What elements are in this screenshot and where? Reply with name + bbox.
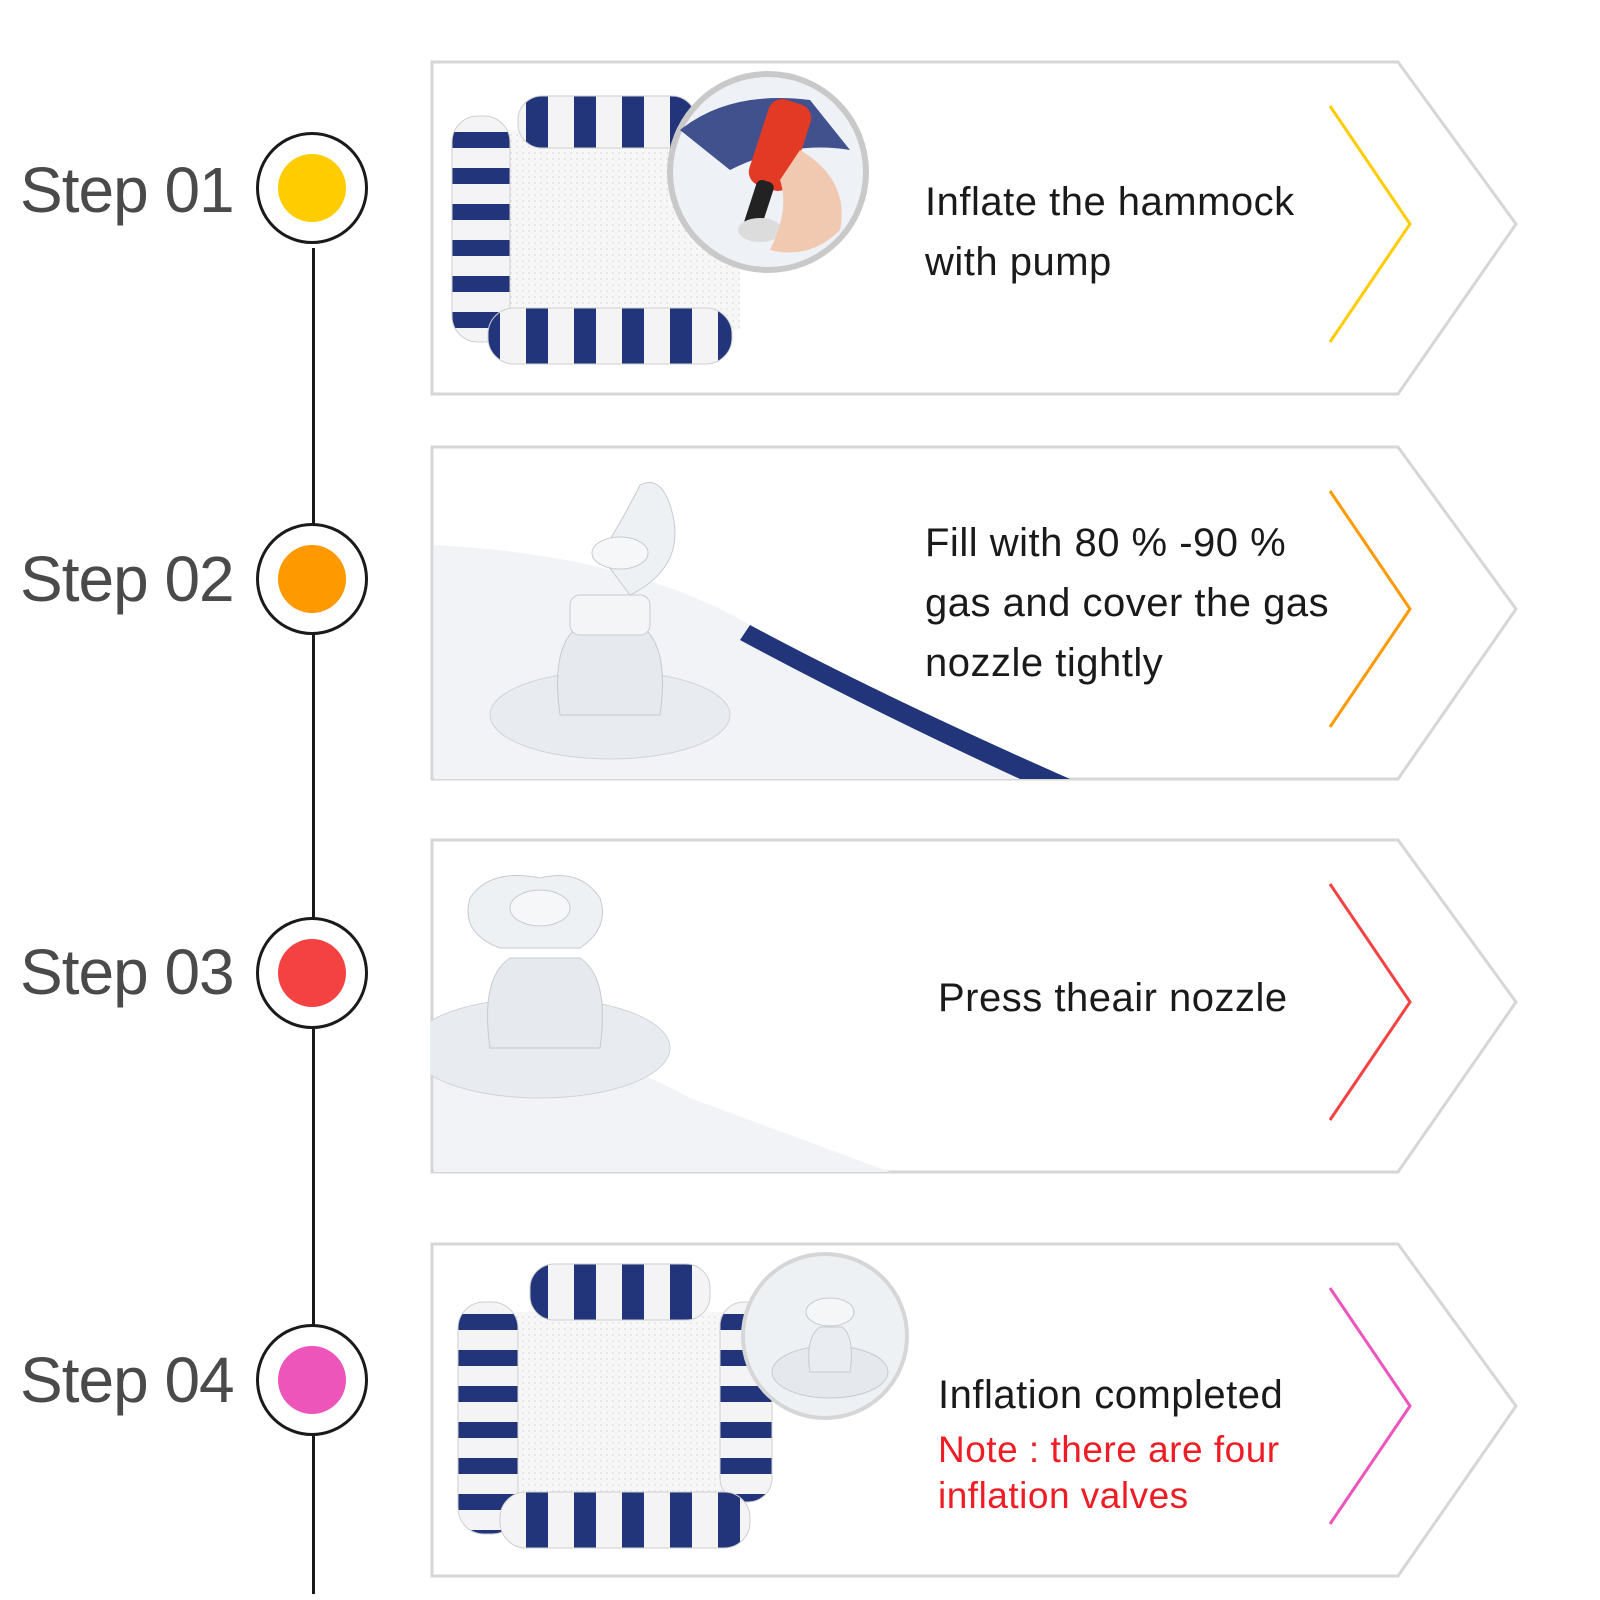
step-01-text-line-1: Inflate the hammock bbox=[925, 180, 1295, 224]
step-03-text-line-1: Press theair nozzle bbox=[938, 976, 1288, 1020]
step-02-text-line-2: gas and cover the gas bbox=[925, 581, 1330, 625]
card-frame bbox=[430, 838, 1518, 1174]
step-01-description: Inflate the hammock with pump bbox=[925, 172, 1295, 292]
step-01-marker bbox=[256, 132, 368, 244]
step-03-dot bbox=[278, 939, 346, 1007]
step-02-card: Fill with 80 % -90 % gas and cover the g… bbox=[430, 445, 1530, 781]
step-02-dot bbox=[278, 545, 346, 613]
step-02-description: Fill with 80 % -90 % gas and cover the g… bbox=[925, 513, 1329, 693]
step-04-text-line-1: Inflation completed bbox=[938, 1373, 1284, 1417]
step-04-card: Inflation completed Note : there are fou… bbox=[430, 1242, 1530, 1578]
hammock-float-image bbox=[451, 71, 869, 365]
step-02-text-line-1: Fill with 80 % -90 % bbox=[925, 521, 1287, 565]
step-01-dot bbox=[278, 154, 346, 222]
air-valve-image bbox=[430, 875, 890, 1172]
step-04-note-line-2: inflation valves bbox=[938, 1475, 1189, 1516]
step-02-text-line-3: nozzle tightly bbox=[925, 641, 1164, 685]
air-valve-image bbox=[434, 482, 1070, 779]
step-03-marker bbox=[256, 917, 368, 1029]
step-03-description: Press theair nozzle bbox=[938, 968, 1288, 1028]
step-01-text-line-2: with pump bbox=[925, 240, 1112, 284]
step-03-label: Step 03 bbox=[20, 936, 235, 1008]
chevron-icon bbox=[1328, 1287, 1412, 1525]
chevron-icon bbox=[1328, 490, 1412, 728]
step-04-marker bbox=[256, 1324, 368, 1436]
step-02-marker bbox=[256, 523, 368, 635]
step-04-dot bbox=[278, 1346, 346, 1414]
step-04-note: Note : there are four inflation valves bbox=[938, 1427, 1283, 1519]
step-04-label: Step 04 bbox=[20, 1344, 235, 1416]
chevron-icon bbox=[1328, 883, 1412, 1121]
step-03-card: Press theair nozzle bbox=[430, 838, 1530, 1174]
step-04-description: Inflation completed Note : there are fou… bbox=[938, 1365, 1283, 1519]
step-01-label: Step 01 bbox=[20, 154, 235, 226]
chevron-icon bbox=[1328, 105, 1412, 343]
step-01-card: Inflate the hammock with pump bbox=[430, 60, 1530, 396]
step-02-label: Step 02 bbox=[20, 543, 235, 615]
hammock-float-image bbox=[457, 1252, 909, 1549]
step-04-note-line-1: Note : there are four bbox=[938, 1429, 1280, 1470]
